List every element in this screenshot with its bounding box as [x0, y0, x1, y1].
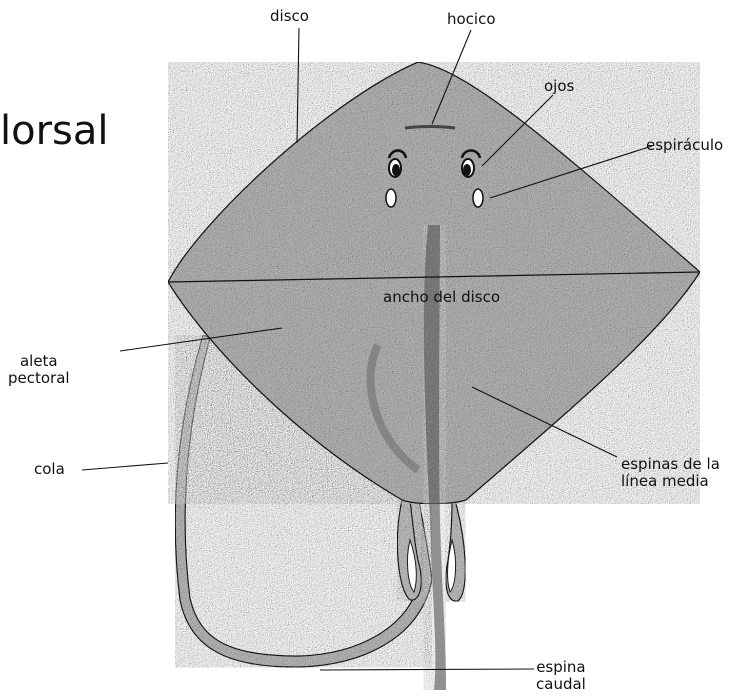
leader-espina-caudal: [320, 669, 534, 670]
snout-line: [405, 127, 455, 129]
label-ojos: ojos: [544, 78, 574, 95]
label-aleta-pectoral: aleta pectoral: [8, 353, 70, 387]
label-espina-caudal: espina caudal: [536, 659, 586, 693]
label-ancho-del-disco: ancho del disco: [383, 289, 500, 306]
label-cola: cola: [34, 461, 65, 478]
left-spiracle: [386, 189, 396, 207]
label-espinas-linea-media: espinas de la línea media: [621, 456, 720, 490]
label-espiraculo: espiráculo: [646, 137, 723, 154]
leader-disco: [297, 28, 299, 143]
right-spiracle: [473, 189, 483, 207]
label-disco: disco: [270, 8, 309, 25]
leader-cola: [82, 463, 168, 470]
label-hocico: hocico: [447, 11, 496, 28]
